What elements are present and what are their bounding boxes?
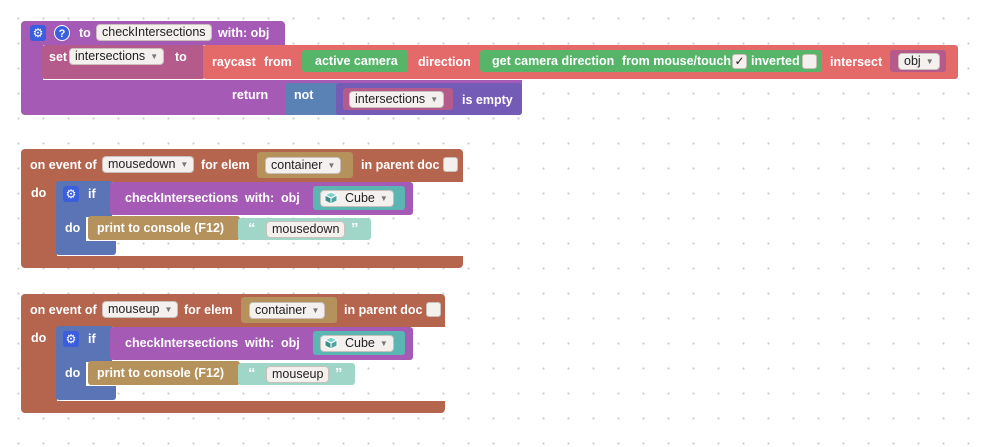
call-obj-label: obj <box>281 191 300 205</box>
cube-icon <box>324 191 338 205</box>
event-block-body-bar <box>21 326 57 404</box>
in-parent-doc-label: in parent doc <box>361 158 440 172</box>
if-block-bottom <box>56 386 116 400</box>
print-block[interactable] <box>88 361 240 385</box>
function-block-body-bar <box>21 44 43 89</box>
if-label: if <box>88 332 96 346</box>
cube-dropdown[interactable]: Cube ▼ <box>320 335 394 352</box>
do-label: do <box>31 331 47 345</box>
container-label: container <box>271 158 323 172</box>
event-block-bottom <box>21 256 463 268</box>
cube-label: Cube <box>345 336 375 350</box>
active-camera-label: active camera <box>315 54 398 68</box>
intersections-get-dropdown[interactable]: intersections ▼ <box>349 91 445 108</box>
in-parent-doc-label: in parent doc <box>344 303 423 317</box>
gear-icon[interactable]: ⚙ <box>63 186 79 202</box>
event-block-mouseup[interactable] <box>21 294 445 327</box>
do2-label: do <box>65 366 81 380</box>
do2-label: do <box>65 221 81 235</box>
call-with-label: with: <box>245 191 275 205</box>
container-dropdown[interactable]: container ▼ <box>249 302 326 319</box>
event-type-dropdown[interactable]: mousedown ▼ <box>102 156 195 173</box>
quote-close-icon: ” <box>351 220 359 237</box>
func-with-label: with: obj <box>218 26 270 40</box>
event-block-body-bar <box>21 181 57 259</box>
call-obj-label: obj <box>281 336 300 350</box>
dropdown-arrow-icon: ▼ <box>311 306 320 316</box>
gear-icon[interactable]: ⚙ <box>30 25 46 41</box>
active-camera-block[interactable] <box>302 50 408 72</box>
func-to-label: to <box>79 26 91 40</box>
dropdown-arrow-icon: ▼ <box>327 161 336 171</box>
dropdown-arrow-icon: ▼ <box>379 194 388 204</box>
not-label: not <box>294 88 314 102</box>
text-value-field[interactable]: mouseup <box>266 366 330 383</box>
dropdown-arrow-icon: ▼ <box>164 305 173 315</box>
for-elem-label: for elem <box>184 303 233 317</box>
gear-icon[interactable]: ⚙ <box>63 331 79 347</box>
call-name-label: checkIntersections <box>125 191 239 205</box>
set-to-label: to <box>175 50 187 64</box>
cube-dropdown[interactable]: Cube ▼ <box>320 190 394 207</box>
obj-var-label: obj <box>904 54 921 68</box>
event-type-label: mouseup <box>108 302 160 316</box>
event-block-bottom <box>21 401 445 413</box>
for-elem-label: for elem <box>201 158 250 172</box>
event-type-label: mousedown <box>108 157 176 171</box>
raycast-from-label: from <box>264 55 292 69</box>
if-block-bottom <box>56 241 116 255</box>
cube-label: Cube <box>345 191 375 205</box>
if-label: if <box>88 187 96 201</box>
print-label: print to console (F12) <box>97 366 225 380</box>
text-value-field[interactable]: mousedown <box>266 221 346 238</box>
return-label: return <box>232 88 269 102</box>
dropdown-arrow-icon: ▼ <box>180 160 189 170</box>
help-icon[interactable]: ? <box>54 25 70 41</box>
call-name-label: checkIntersections <box>125 336 239 350</box>
set-label: set <box>49 50 68 64</box>
call-with-label: with: <box>245 336 275 350</box>
inverted-checkbox[interactable] <box>802 54 817 69</box>
from-mouse-checkbox[interactable]: ✓ <box>732 54 747 69</box>
dropdown-arrow-icon: ▼ <box>379 339 388 349</box>
on-event-of-label: on event of <box>30 158 97 172</box>
raycast-label: raycast <box>212 55 256 69</box>
print-block[interactable] <box>88 216 240 240</box>
container-dropdown[interactable]: container ▼ <box>265 157 342 174</box>
cube-icon <box>324 336 338 350</box>
from-mouse-touch-label: from mouse/touch <box>622 54 732 68</box>
is-empty-label: is empty <box>462 93 513 107</box>
event-block-mousedown[interactable] <box>21 149 463 182</box>
quote-close-icon: ” <box>335 365 343 382</box>
intersect-label: intersect <box>830 55 883 69</box>
on-event-of-label: on event of <box>30 303 97 317</box>
in-parent-doc-checkbox[interactable] <box>443 157 458 172</box>
dropdown-arrow-icon: ▼ <box>925 57 934 67</box>
container-label: container <box>255 303 307 317</box>
in-parent-doc-checkbox[interactable] <box>426 302 441 317</box>
intersections-get-label: intersections <box>355 92 426 106</box>
get-camera-direction-label: get camera direction <box>492 54 615 68</box>
print-label: print to console (F12) <box>97 221 225 235</box>
do-label: do <box>31 186 47 200</box>
event-type-dropdown[interactable]: mouseup ▼ <box>102 301 179 318</box>
obj-var-dropdown[interactable]: obj ▼ <box>898 53 940 70</box>
quote-open-icon: “ <box>248 220 256 237</box>
inverted-label: inverted <box>751 54 800 68</box>
direction-label: direction <box>418 55 471 69</box>
dropdown-arrow-icon: ▼ <box>430 95 439 105</box>
dropdown-arrow-icon: ▼ <box>150 52 159 62</box>
quote-open-icon: “ <box>248 365 256 382</box>
intersections-var-label: intersections <box>75 49 146 63</box>
func-name-field[interactable]: checkIntersections <box>96 24 212 41</box>
intersections-var-dropdown[interactable]: intersections ▼ <box>69 48 165 65</box>
